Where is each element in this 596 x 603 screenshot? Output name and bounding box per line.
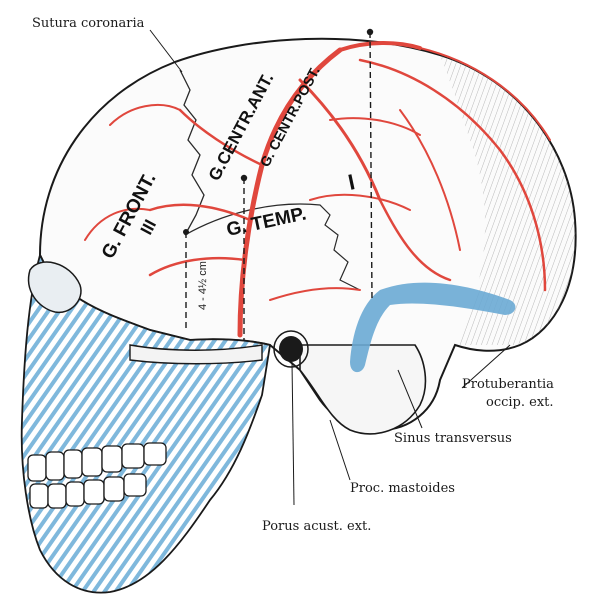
external-acoustic-meatus [279,336,303,362]
label-sutura-coronaria: Sutura coronaria [32,16,145,31]
label-measure: 4 - 4½ cm [197,261,209,310]
label-sinus-transversus: Sinus transversus [394,431,512,446]
reference-point-front [183,229,189,235]
label-proc-mastoides: Proc. mastoides [350,481,455,496]
label-protuberantia: Protuberantia [462,377,554,392]
label-porus-acust: Porus acust. ext. [262,519,371,534]
reference-point-upper [367,29,373,35]
reference-point-central [241,175,247,181]
label-occip-ext: occip. ext. [486,395,554,410]
